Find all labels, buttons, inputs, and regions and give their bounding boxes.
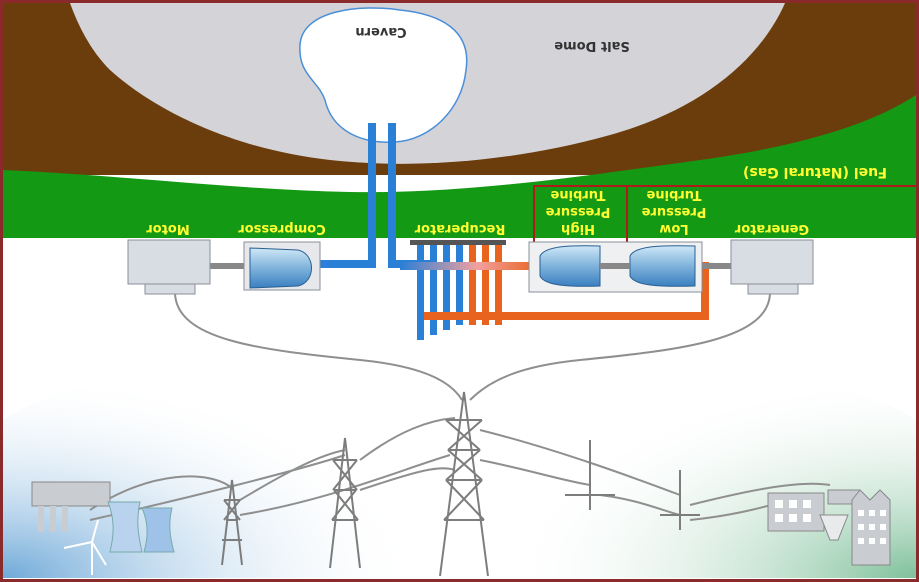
label-compressor: Compressor [238,221,326,236]
ground-left [3,371,420,578]
pole-2 [660,470,700,530]
turbine-housing [528,241,703,293]
label-hp-turbine-line1: High [561,221,595,236]
generator-shaft [695,263,731,269]
label-lp-turbine-line1: Low [659,221,688,236]
label-lp-turbine-line3: Turbine [646,187,701,202]
recuperator-tubes [400,240,709,340]
motor-shaft [208,263,244,269]
tower-medium [329,437,361,569]
generator [730,239,814,295]
low-pressure-turbine [629,245,696,287]
grass-layer [3,95,916,238]
label-lp-turbine-line2: Pressure [641,204,706,219]
label-hp-turbine-line2: Pressure [545,204,610,219]
diagram-labels: Cavern Salt Dome Fuel (Natural Gas) Moto… [146,24,887,236]
label-recuperator: Recuperator [414,221,505,236]
label-generator: Generator [734,221,809,236]
wind-turbine [63,519,107,575]
tower-large [439,391,489,577]
power-plant [31,481,175,553]
power-cables [89,291,831,521]
high-pressure-turbine [539,245,601,287]
cavern [299,7,468,143]
tower-small [221,479,243,566]
transmission-towers [221,391,700,577]
label-hp-turbine-line3: Turbine [550,187,605,202]
label-fuel: Fuel (Natural Gas) [743,164,887,180]
compressor [243,241,321,291]
label-salt-dome: Salt Dome [554,38,630,53]
motor [127,239,211,295]
label-cavern: Cavern [355,24,406,39]
label-motor: Motor [146,221,190,236]
pole-1 [565,440,615,510]
city-buildings [767,489,891,566]
